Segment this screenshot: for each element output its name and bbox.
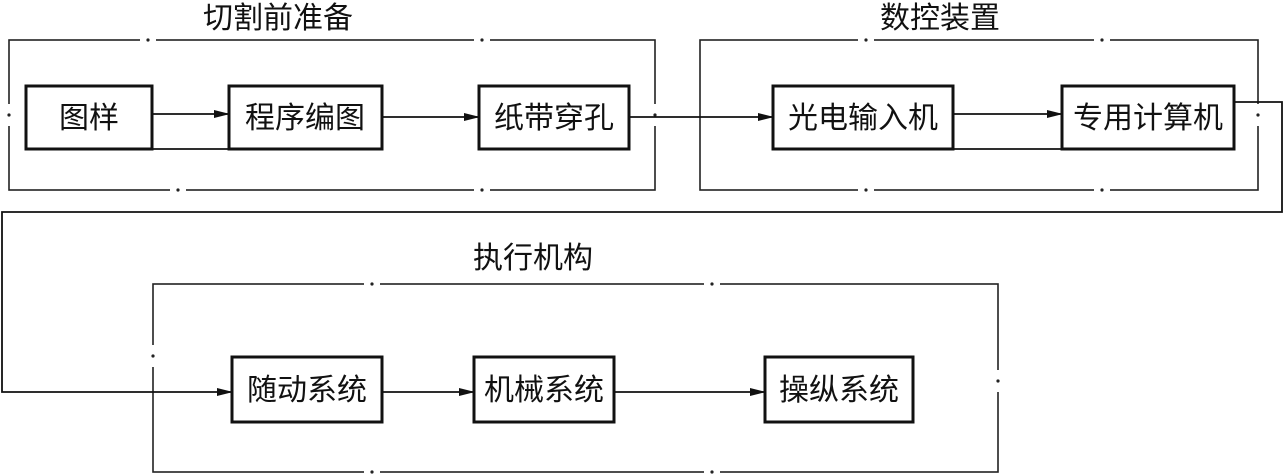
node-computer-label: 专用计算机	[1073, 101, 1223, 136]
group-prep-title: 切割前准备	[203, 1, 353, 36]
node-photo-reader-label: 光电输入机	[788, 101, 938, 136]
node-programming: 程序编图	[227, 84, 384, 151]
node-operation: 操纵系统	[763, 355, 915, 424]
node-tape-punching-box	[477, 84, 631, 151]
node-drawing-label: 图样	[59, 101, 119, 136]
node-mechanical: 机械系统	[472, 355, 616, 424]
node-operation-label: 操纵系统	[779, 373, 899, 408]
connectors	[1, 101, 1283, 396]
node-mechanical-label: 机械系统	[484, 373, 604, 408]
node-computer: 专用计算机	[1060, 84, 1236, 151]
node-servo: 随动系统	[230, 355, 384, 424]
node-programming-label: 程序编图	[245, 101, 365, 136]
group-execution: 执行机构	[150, 241, 1001, 474]
node-photo-reader-box	[771, 84, 955, 151]
node-tape-punching-label: 纸带穿孔	[494, 101, 614, 136]
node-tape-punching: 纸带穿孔	[477, 84, 631, 151]
node-drawing-box	[24, 84, 154, 151]
node-photo-reader: 光电输入机	[771, 84, 955, 151]
arrow-computer-to-servo	[1, 101, 1283, 396]
group-control-title: 数控装置	[880, 1, 1000, 36]
node-programming-box	[227, 84, 384, 151]
group-prep: 切割前准备	[6, 1, 658, 193]
node-operation-box	[763, 355, 915, 424]
node-servo-label: 随动系统	[247, 373, 367, 408]
node-computer-box	[1060, 84, 1236, 151]
node-mechanical-box	[472, 355, 616, 424]
node-drawing: 图样	[24, 84, 154, 151]
node-servo-box	[230, 355, 384, 424]
group-control: 数控装置	[699, 1, 1261, 193]
group-execution-title: 执行机构	[473, 241, 593, 276]
